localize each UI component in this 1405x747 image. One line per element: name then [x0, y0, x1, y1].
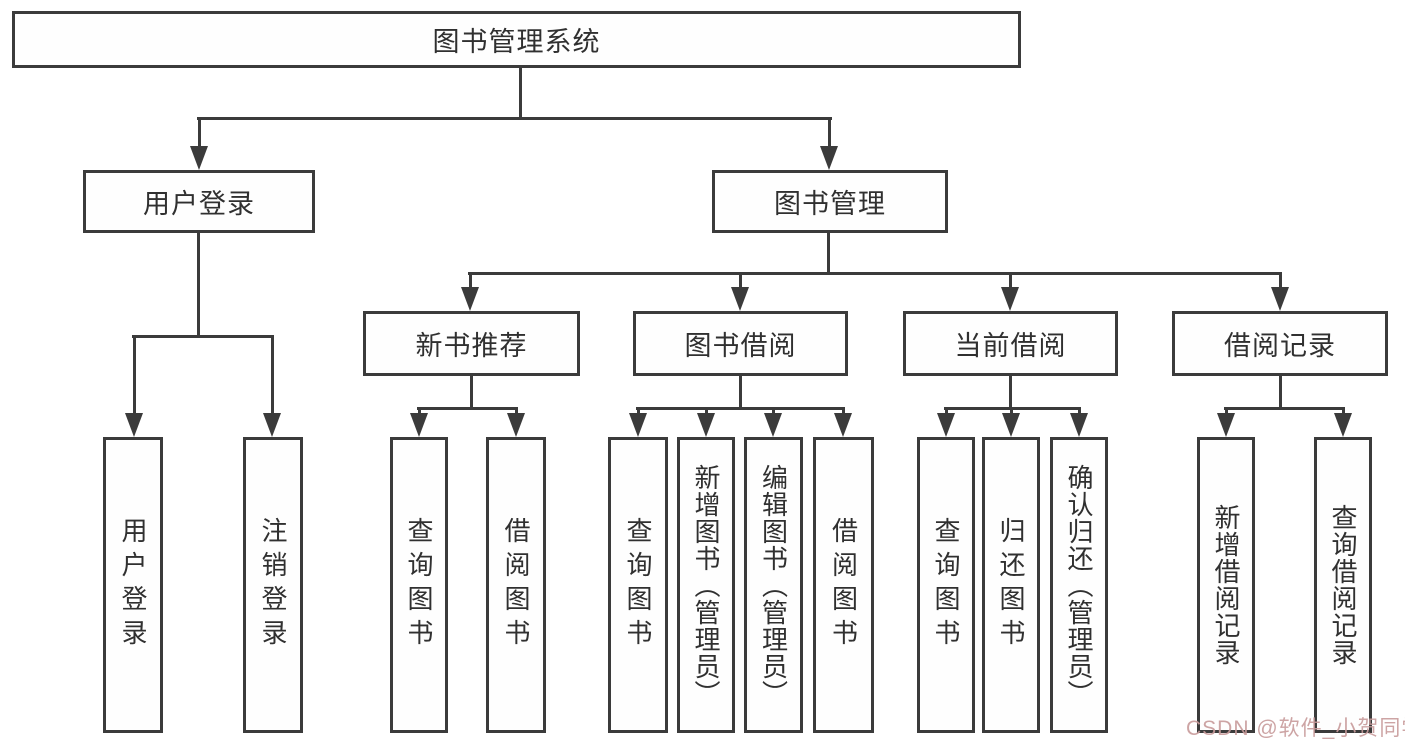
down-arrow	[507, 407, 525, 437]
connector-line	[197, 233, 200, 337]
connector-line	[132, 335, 274, 338]
node-book-borrowing: 图书借阅	[633, 311, 848, 376]
down-arrow	[1271, 272, 1289, 311]
down-arrow	[190, 117, 208, 170]
down-arrow	[1002, 407, 1020, 437]
connector-line	[1224, 407, 1345, 410]
down-arrow	[937, 407, 955, 437]
csdn-watermark: CSDN @软件_小贺同学	[1186, 717, 1405, 740]
node-user-login: 用户登录	[83, 170, 315, 233]
node-root-library-system: 图书管理系统	[12, 11, 1021, 68]
node-leaf-edit-book-admin: 编辑图书（管理员）	[744, 437, 803, 733]
connector-line	[636, 407, 845, 410]
node-current-borrowing: 当前借阅	[903, 311, 1118, 376]
down-arrow	[125, 335, 143, 437]
connector-line	[470, 376, 473, 409]
node-leaf-confirm-return-admin: 确认归还（管理员）	[1050, 437, 1108, 733]
node-leaf-borrow-book-recommend: 借阅图书	[486, 437, 546, 733]
node-leaf-borrow-book: 借阅图书	[813, 437, 874, 733]
node-leaf-query-book-current: 查询图书	[917, 437, 975, 733]
connector-line	[944, 407, 1081, 410]
down-arrow	[461, 272, 479, 311]
down-arrow	[1070, 407, 1088, 437]
down-arrow	[629, 407, 647, 437]
connector-line	[739, 376, 742, 409]
down-arrow	[697, 407, 715, 437]
connector-line	[197, 117, 832, 120]
node-borrow-records: 借阅记录	[1172, 311, 1388, 376]
down-arrow	[410, 407, 428, 437]
down-arrow	[834, 407, 852, 437]
connector-line	[468, 272, 1282, 275]
node-leaf-return-book: 归还图书	[982, 437, 1040, 733]
connector-line	[827, 233, 830, 274]
down-arrow	[731, 272, 749, 311]
node-leaf-query-book-borrowing: 查询图书	[608, 437, 668, 733]
node-leaf-query-borrow-record: 查询借阅记录	[1314, 437, 1372, 733]
node-leaf-query-book-recommend: 查询图书	[390, 437, 448, 733]
node-leaf-add-book-admin: 新增图书（管理员）	[677, 437, 735, 733]
connector-line	[519, 67, 522, 119]
down-arrow	[1001, 272, 1019, 311]
node-book-management: 图书管理	[712, 170, 948, 233]
down-arrow	[1334, 407, 1352, 437]
connector-line	[417, 407, 518, 410]
connector-line	[1009, 376, 1012, 409]
node-leaf-logout: 注销登录	[243, 437, 303, 733]
down-arrow	[1217, 407, 1235, 437]
down-arrow	[820, 117, 838, 170]
down-arrow	[764, 407, 782, 437]
connector-line	[1279, 376, 1282, 409]
node-leaf-user-login: 用户登录	[103, 437, 163, 733]
node-leaf-add-borrow-record: 新增借阅记录	[1197, 437, 1255, 733]
down-arrow	[263, 335, 281, 437]
node-new-book-recommend: 新书推荐	[363, 311, 580, 376]
